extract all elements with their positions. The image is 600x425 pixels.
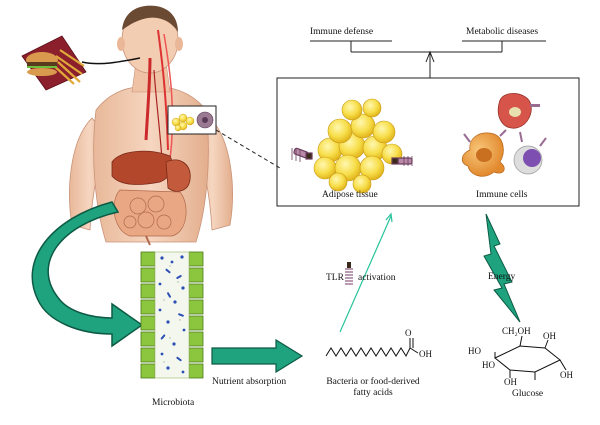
fatty-acid-oxygen: O: [405, 328, 412, 338]
immune-defense-label: Immune defense: [310, 27, 374, 37]
energy-lightning-bolt: [483, 213, 521, 323]
activation-label: activation: [358, 273, 396, 283]
fatty-acid-label-line2: fatty acids: [353, 388, 393, 398]
tlr-label: TLR: [326, 273, 344, 283]
glucose-ho-left: HO: [468, 346, 481, 356]
adipose-tissue-cluster: [291, 98, 413, 194]
glucose-oh-top: OH: [543, 331, 556, 341]
fatty-acid-structure: [325, 338, 419, 358]
curved-flow-arrow: [31, 201, 144, 348]
nutrient-absorption-arrow: [211, 338, 304, 374]
glucose-structure: [494, 335, 567, 380]
tissue-panel: [276, 77, 580, 207]
tlr-receptor-icon: [345, 262, 353, 285]
nutrient-absorption-label: Nutrient absorption: [212, 377, 287, 387]
microbiota-villi: [140, 251, 204, 379]
metabolic-diseases-label: Metabolic diseases: [466, 27, 539, 37]
adipose-tissue-label: Adipose tissue: [322, 190, 378, 200]
immune-cells-cluster: [461, 93, 547, 177]
glucose-ch2oh: CH₂OH: [502, 326, 531, 336]
energy-label: Energy: [488, 272, 516, 282]
tlr-activation-arrow: [339, 212, 393, 333]
fatty-acid-hydroxyl: OH: [419, 349, 432, 359]
microbiota-label: Microbiota: [152, 398, 195, 408]
immune-cells-label: Immune cells: [476, 190, 528, 200]
inset-leader-line: [215, 129, 281, 169]
fatty-acid-label-line1: Bacteria or food-derived: [326, 377, 420, 387]
glucose-oh-right: OH: [560, 370, 573, 380]
hierarchy-bracket: [310, 40, 546, 78]
glucose-oh-bottom: OH: [504, 377, 517, 387]
burger-fries-icon: [21, 35, 87, 91]
glucose-label: Glucose: [512, 389, 544, 399]
glucose-ho-mid: HO: [482, 360, 495, 370]
inset-tissue-box: [167, 105, 217, 135]
